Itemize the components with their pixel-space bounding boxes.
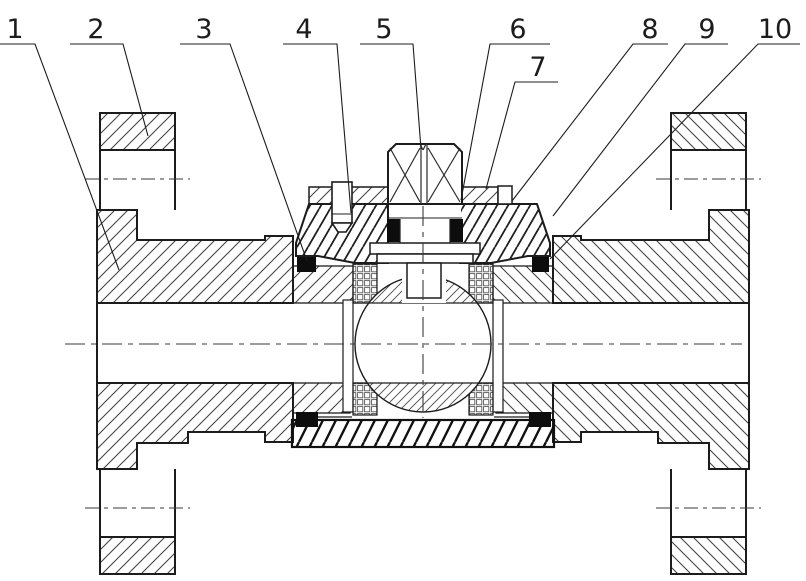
left-cap-seal [297, 257, 316, 272]
callout-leader-6 [460, 43, 550, 201]
right-flange-and-pipe [492, 112, 750, 575]
stem-head [387, 143, 463, 205]
left-flange-and-pipe [96, 112, 354, 575]
callout-label-4: 4 [295, 14, 312, 45]
callout-leader-9 [552, 43, 728, 217]
left-flange-bottom-rim [99, 536, 176, 575]
left-body-bottom-wall [96, 382, 294, 470]
callout-label-7: 7 [529, 52, 546, 83]
callout-leader-5 [360, 43, 422, 150]
seat-retainer-right [492, 299, 504, 413]
callout-leader-2 [70, 43, 149, 137]
callout-leader-4 [283, 43, 352, 214]
callout-leader-3 [180, 43, 308, 262]
callout-leader-7 [485, 81, 558, 190]
valve-body-neck [295, 203, 551, 264]
stem-packing-left [387, 219, 400, 242]
stem-thrust-flange-lower [376, 253, 474, 264]
left-body-top-wall [96, 209, 294, 304]
stem-head-cross-hatch [389, 143, 461, 204]
gland-bolt-tip [330, 222, 354, 233]
stem [369, 143, 481, 299]
gland-strip-right [459, 186, 499, 205]
callout-label-3: 3 [195, 14, 212, 45]
callout-label-10: 10 [758, 14, 792, 45]
right-body-top-wall [552, 209, 750, 304]
left-flange-top-rim [99, 112, 176, 151]
callout-label-2: 2 [87, 14, 104, 45]
seat-ring-left-upper [352, 263, 378, 304]
callout-label-6: 6 [509, 14, 526, 45]
right-flange-top-rim [670, 112, 747, 151]
right-cap-nose-top [492, 265, 554, 304]
stem-packing-right [450, 219, 463, 242]
right-body-bottom-wall [552, 382, 750, 470]
seat-retainer-left [342, 299, 354, 413]
callout-label-9: 9 [698, 14, 715, 45]
callout-leader-10 [549, 43, 800, 260]
left-cap-nose-bottom [292, 382, 351, 414]
centerlines [65, 178, 761, 509]
stem-tang [406, 262, 442, 299]
stem-thrust-flange-upper [369, 242, 481, 255]
callout-leader-8 [511, 43, 668, 202]
right-cap-nose-bottom [495, 382, 554, 414]
callout-leader-1 [0, 43, 120, 271]
gland-bolt [330, 181, 354, 233]
left-cap-nose-top [292, 265, 354, 304]
right-bottom-seal [529, 412, 551, 427]
gland-nut [497, 185, 513, 205]
body-seals [296, 257, 551, 427]
callout-label-5: 5 [375, 14, 392, 45]
callout-label-1: 1 [6, 14, 23, 45]
body-bottom-plate [290, 418, 556, 449]
callout-label-8: 8 [641, 14, 658, 45]
body-neck-right [459, 203, 551, 264]
right-flange-bottom-rim [670, 536, 747, 575]
left-bottom-seal [296, 412, 318, 427]
stem-channel-blank [389, 205, 461, 243]
right-cap-seal [532, 257, 549, 272]
callouts: 1 2 3 4 5 67 8 9 10 [0, 14, 800, 271]
